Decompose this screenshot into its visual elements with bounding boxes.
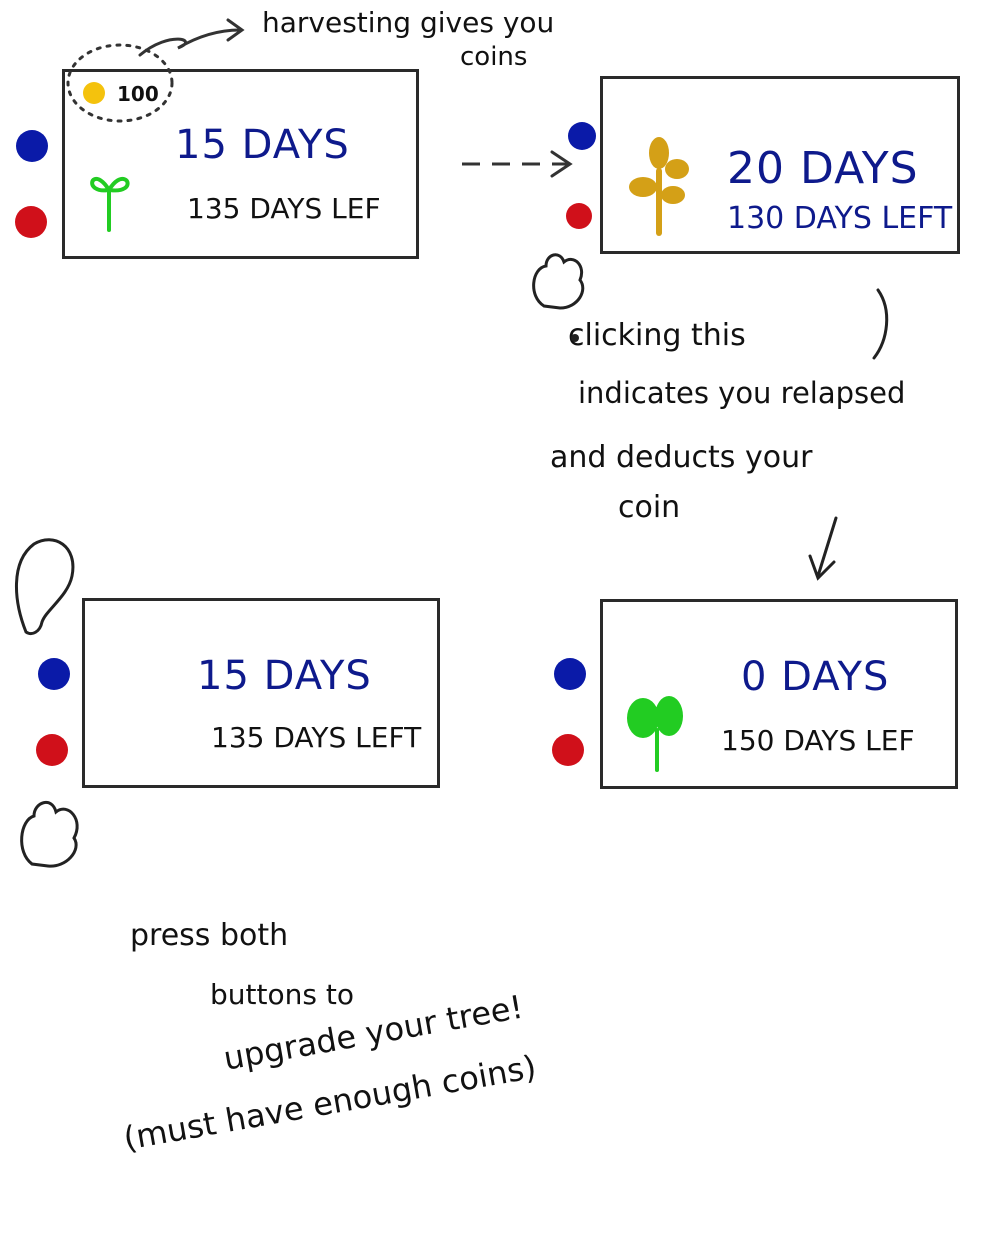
panel-2-blue-button[interactable]: [568, 122, 596, 150]
panel-3-days-left: 135 DAYS LEFT: [211, 721, 422, 754]
coin-icon: [83, 82, 105, 104]
panel-2-days-left: 130 DAYS LEFT: [727, 201, 953, 236]
panel-2-red-button[interactable]: [566, 203, 592, 229]
bracket-mark: [872, 288, 889, 360]
panel-3-blue-button[interactable]: [38, 658, 70, 690]
hand-pointer-icon: [14, 538, 75, 636]
panel-4: 0 DAYS 150 DAYS LEF: [600, 599, 958, 789]
harvest-note-line1: harvesting gives you: [262, 6, 555, 39]
down-arrow-icon: [816, 516, 838, 578]
panel-2: 20 DAYS 130 DAYS LEFT: [600, 76, 960, 254]
hand-pointer-icon: [532, 253, 585, 310]
upgrade-note-line1: press both: [130, 918, 289, 953]
hand-pointer-icon: [20, 801, 79, 868]
golden-plant-icon: [629, 137, 689, 236]
coin-highlight-circle: [66, 43, 174, 123]
panel-3-days-count: 15 DAYS: [197, 653, 372, 699]
panel-1-days-count: 15 DAYS: [175, 122, 350, 168]
panel-4-blue-button[interactable]: [554, 658, 586, 690]
panel-4-days-left: 150 DAYS LEF: [721, 724, 915, 757]
upgrade-note-line2: buttons to: [210, 978, 354, 1011]
panel-2-days-count: 20 DAYS: [727, 143, 919, 194]
green-seedling-icon: [627, 696, 683, 772]
panel-1-blue-button[interactable]: [16, 130, 48, 162]
coin-count: 100: [117, 82, 159, 106]
panel-4-days-count: 0 DAYS: [741, 654, 890, 700]
panel-3: 15 DAYS 135 DAYS LEFT: [82, 598, 440, 788]
panel-1: 100 15 DAYS 135 DAYS LEF: [62, 69, 419, 259]
relapse-note-line1: clicking this: [568, 318, 746, 353]
harvest-note-line2: coins: [460, 42, 528, 72]
harvest-arrow-icon: [138, 28, 242, 57]
panel-3-red-button[interactable]: [36, 734, 68, 766]
relapse-note-line3: and deducts your: [550, 440, 813, 475]
relapse-note-line2: indicates you relapsed: [578, 376, 906, 410]
panel-4-red-button[interactable]: [552, 734, 584, 766]
relapse-note-line4: coin: [618, 490, 681, 525]
panel-1-days-left: 135 DAYS LEF: [187, 192, 381, 225]
green-sprout-icon: [90, 177, 130, 232]
panel-1-red-button[interactable]: [15, 206, 47, 238]
